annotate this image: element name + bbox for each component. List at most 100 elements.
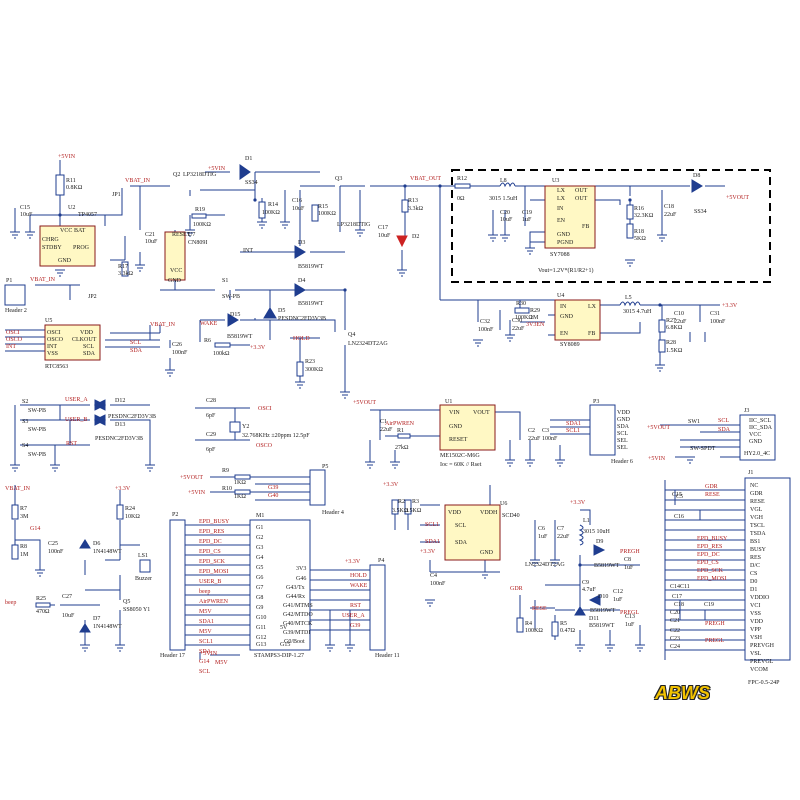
l1-body: [578, 524, 584, 546]
label-r10v: 1KΩ: [234, 494, 246, 500]
label-u2-gnd: GND: [58, 258, 72, 264]
r25-body: [35, 602, 51, 608]
r1-body: [397, 433, 411, 439]
junction: [658, 303, 662, 307]
label-p3v3a: +3.3V: [250, 345, 266, 351]
label-c25: C25: [48, 541, 58, 547]
p3-body: [589, 404, 616, 456]
label-c16b: C16: [674, 514, 684, 520]
label-c19: C19: [522, 210, 532, 216]
label-u4-gnd: GND: [560, 314, 574, 320]
label-p3v3e: +3.3V: [383, 482, 399, 488]
label-c16v: 10uF: [292, 206, 305, 212]
label-c4: C4: [430, 573, 437, 579]
label-u5-vss: VSS: [47, 351, 58, 357]
label-p1: P1: [6, 278, 12, 284]
label-r29: R29: [530, 308, 540, 314]
label-u7p: CN809I: [188, 240, 207, 246]
label-u5-osci: OSCI: [47, 330, 61, 336]
label-c8: C8: [624, 557, 631, 563]
j3-body: [739, 414, 776, 461]
label-m1-g12: G12: [256, 635, 266, 641]
label-jp1: JP1: [112, 192, 121, 198]
label-q4: Q4: [348, 332, 355, 338]
label-c8v: 1uF: [624, 565, 634, 571]
label-c4v: 100nF: [430, 581, 446, 587]
label-c29v: 6pF: [206, 447, 216, 453]
label-hdr17: Header 17: [160, 653, 185, 659]
label-l5v: 3015 4.7uH: [623, 309, 652, 315]
label-hdr11: Header 11: [375, 653, 400, 659]
label-c30v: 22uF: [512, 326, 525, 332]
label-u3-gnd: GND: [557, 232, 571, 238]
label-s1p: SW-PB: [222, 294, 240, 300]
label-r12: R12: [457, 176, 467, 182]
label-formula: Vout=1.2V*(R1/R2+1): [538, 267, 594, 274]
d15-body: [227, 313, 239, 327]
u5-body: [44, 324, 101, 361]
label-d7: D7: [93, 616, 100, 622]
u6-body: [444, 504, 501, 561]
label-u3-lx1: LX: [557, 188, 566, 194]
label-u3-out2: OUT: [575, 196, 588, 202]
label-m1-g42: G42/MTDO: [283, 612, 313, 618]
label-n-3v3en: 3V3EN: [526, 322, 545, 328]
label-r3: R3: [412, 499, 419, 505]
label-u2: U2: [68, 205, 75, 211]
label-m1-g40: G40/MTCK: [283, 621, 313, 627]
label-u2-prog: PROG: [73, 245, 90, 251]
label-j1-3: RESE: [750, 499, 765, 505]
label-u7-gnd: GND: [168, 278, 182, 284]
label-m1-3v3: 3V3: [296, 566, 306, 572]
p2-body: [169, 519, 186, 651]
label-p3-gnd: GND: [617, 417, 631, 423]
boost-dashed-box: [451, 169, 771, 283]
label-u2p: TP4057: [78, 212, 97, 218]
label-q3p: LP3218DTIG: [337, 222, 371, 228]
label-u2-bat: BAT: [74, 228, 86, 234]
label-p2-9: AirPWREN: [199, 599, 229, 605]
label-j1-20: VSH: [750, 635, 763, 641]
label-d11p: B5819WT: [589, 623, 615, 629]
p1-body: [4, 284, 26, 306]
label-p3v3d: +3.3V: [345, 559, 361, 565]
label-j1-2: GDR: [750, 491, 763, 497]
label-c27: C27: [62, 594, 72, 600]
label-p2-5: EPD_SCK: [199, 559, 226, 565]
label-p4-2: WAKE: [350, 583, 368, 589]
label-c26v: 100nF: [172, 350, 188, 356]
label-r24v: 10KΩ: [125, 514, 140, 520]
d8-body: [691, 179, 703, 193]
label-c26: C26: [172, 342, 182, 348]
label-c6v: 1uF: [538, 534, 548, 540]
label-n-scl: SCL: [130, 340, 141, 346]
label-j1-10: RES: [750, 555, 761, 561]
label-r6v: 100kΩ: [213, 351, 230, 357]
label-r5: R5: [560, 621, 567, 627]
label-c14: C14: [670, 584, 680, 590]
label-d7p: 1N4148WT: [93, 624, 122, 630]
label-r30: R30: [516, 301, 526, 307]
label-n-osco: OSCO: [6, 337, 23, 343]
r23-body: [296, 361, 304, 377]
label-gdr: GDR: [510, 586, 523, 592]
label-l8v: 3015 1.5uH: [489, 196, 518, 202]
label-r4v: 100KΩ: [525, 628, 543, 634]
buzzer-body: [139, 559, 151, 573]
label-y2: Y2: [242, 424, 249, 430]
label-u1-vout: VOUT: [473, 410, 490, 416]
d7-body: [79, 623, 91, 633]
label-c19v: 1uF: [522, 217, 532, 223]
m1-body: [249, 519, 311, 651]
label-n-sda2: SDA: [718, 427, 731, 433]
label-c2v: 22uF: [528, 436, 541, 442]
label-d4p: B5819WT: [298, 301, 324, 307]
label-c23: C23: [670, 636, 680, 642]
label-u3: U3: [552, 178, 559, 184]
label-c11: C11: [680, 584, 690, 590]
label-g40: G40: [268, 493, 278, 499]
label-j1-5: VGH: [750, 515, 764, 521]
label-wake: WAKE: [200, 321, 218, 327]
label-u2-chrg: CHRG: [42, 237, 59, 243]
